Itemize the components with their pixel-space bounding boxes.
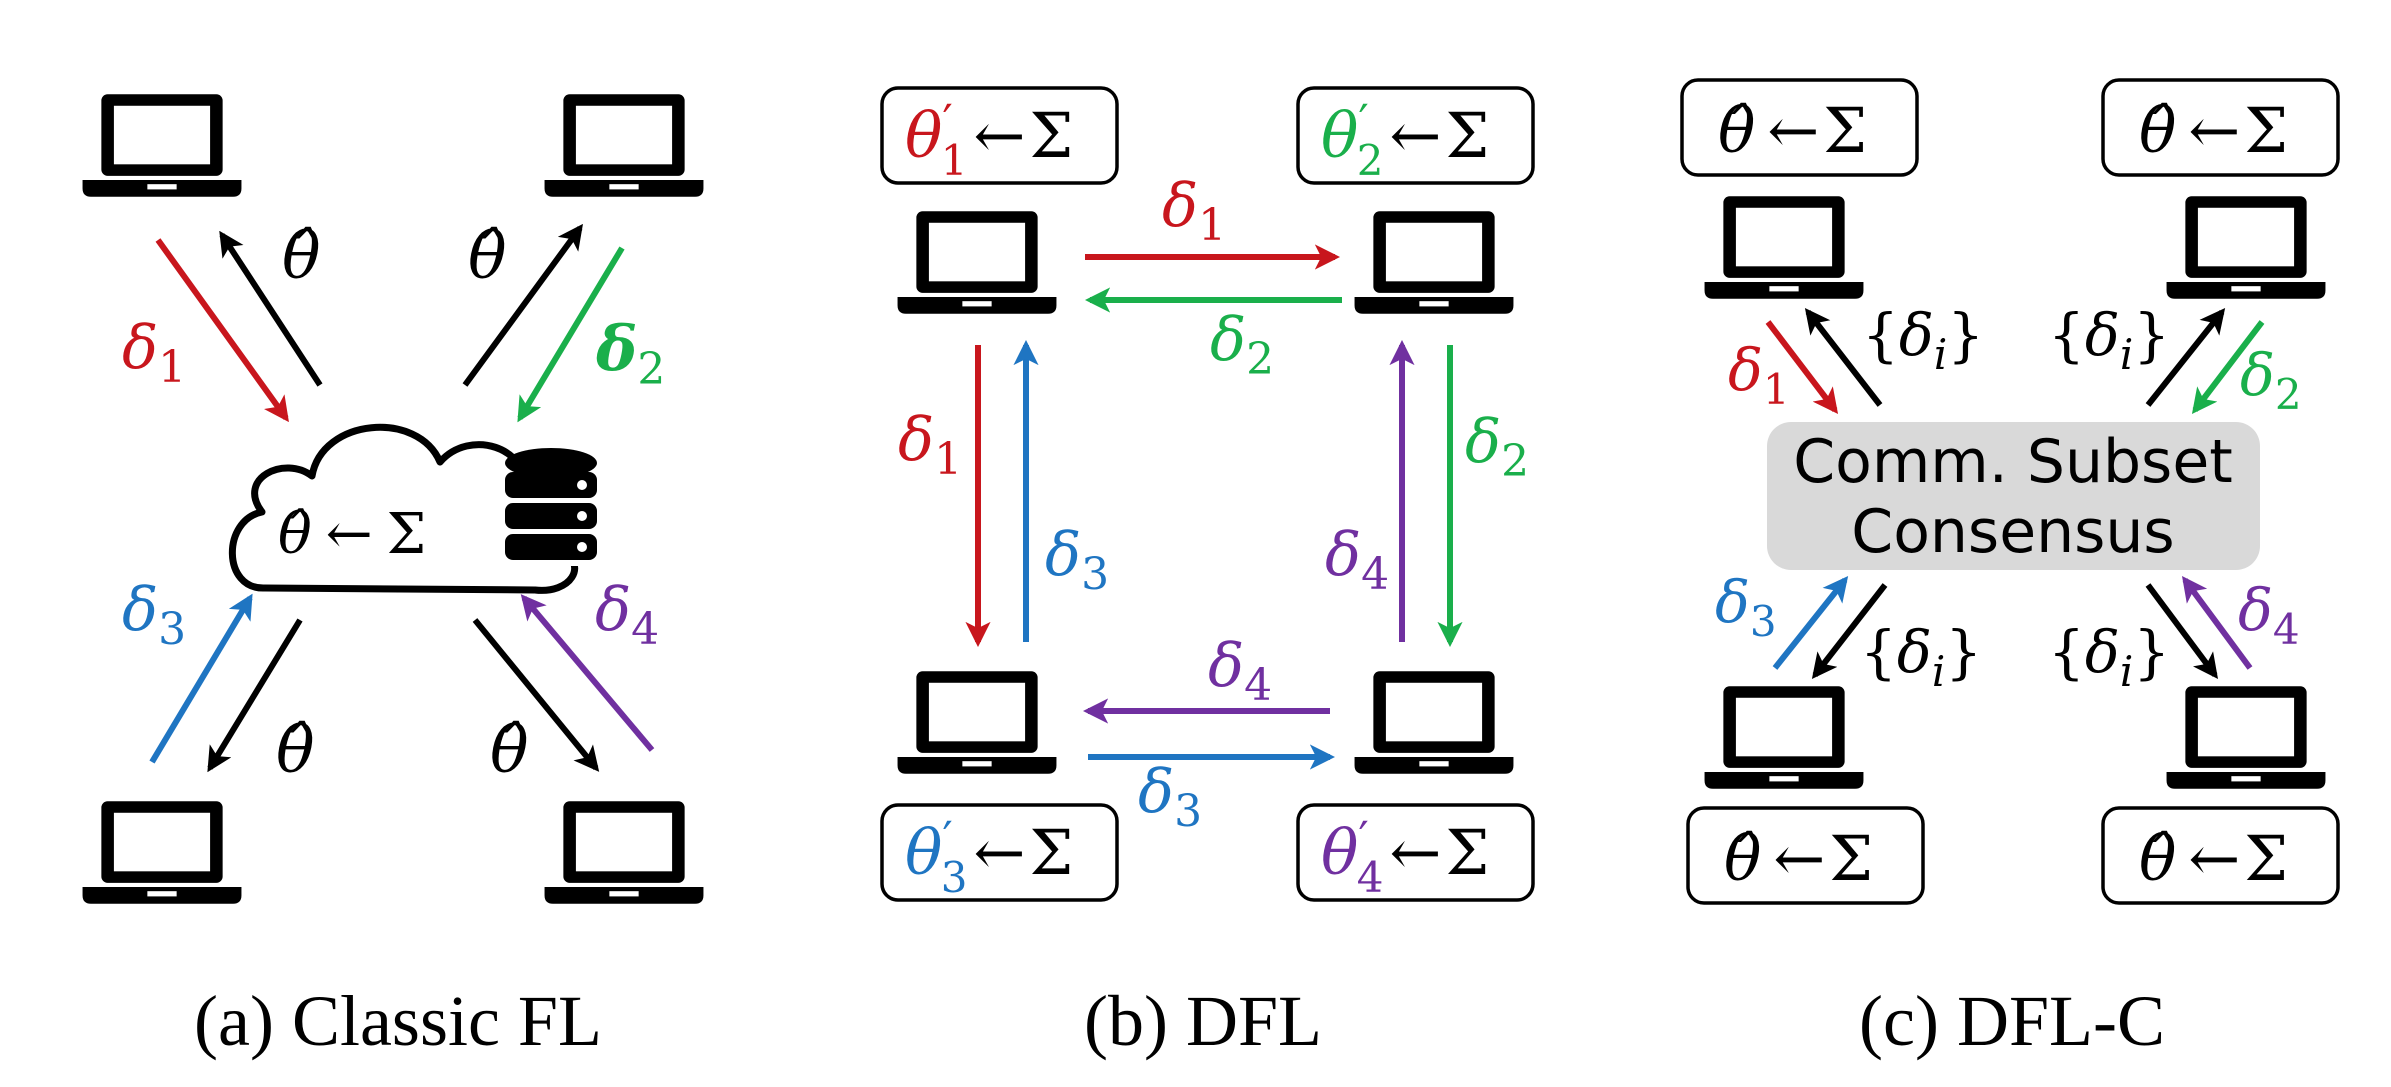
aggregation-box-3: θ̂←Σ: [1686, 806, 1925, 905]
laptop-icon: [82, 801, 242, 904]
label-delta3: δ3: [1045, 520, 1109, 600]
laptop-icon: [1704, 196, 1864, 299]
update-box-2: θ′2←Σ: [1296, 86, 1535, 185]
svg-text:θ̂←Σ: θ̂←Σ: [2139, 822, 2288, 895]
label-delta3: δ3: [1138, 757, 1202, 837]
arrow-theta-down: [207, 618, 303, 773]
label-theta-hat: θ̂: [468, 220, 507, 294]
arrow-set-down: [2145, 583, 2219, 680]
panel-c: θ̂←Σ θ̂←Σ θ̂←Σ θ̂←Σ Comm. Subset Consens…: [1680, 78, 2340, 1061]
label-delta-set: {δi}: [2048, 301, 2170, 379]
svg-text:θ̂←Σ: θ̂←Σ: [2139, 94, 2288, 167]
arrow-delta4-up: [520, 594, 655, 752]
caption-panel-b: (b) DFL: [1084, 981, 1322, 1061]
laptop-icon: [897, 211, 1057, 314]
arrow-set-down: [1811, 583, 1888, 679]
arrow-delta3-up: [149, 593, 253, 764]
label-theta-hat: θ̂: [490, 714, 529, 788]
laptop-icon: [897, 671, 1057, 774]
svg-text:θ′2←Σ: θ′2←Σ: [1321, 94, 1489, 185]
laptop-icon: [544, 801, 704, 904]
update-box-3: θ′3←Σ: [880, 803, 1119, 902]
laptop-icon: [1354, 671, 1514, 774]
label-delta1: δ1: [1162, 171, 1226, 251]
laptop-icon: [544, 94, 704, 197]
arrow-delta4-up: [2182, 575, 2253, 670]
aggregation-box-4: θ̂←Σ: [2101, 806, 2340, 905]
label-theta-hat: θ̂: [282, 220, 321, 294]
laptop-icon: [82, 94, 242, 197]
arrow-theta-down: [462, 223, 583, 387]
arrow-delta2-up: [2191, 320, 2265, 415]
panel-a: θ̂←Σ δ1 θ̂ θ̂ δ2 δ3 θ̂ θ̂ δ4 (a) Classic…: [82, 94, 704, 1061]
consensus-box: Comm. Subset Consensus: [1767, 422, 2260, 570]
svg-text:θ̂←Σ: θ̂←Σ: [1724, 822, 1873, 895]
svg-text:θ′3←Σ: θ′3←Σ: [905, 811, 1073, 902]
caption-panel-c: (c) DFL-C: [1859, 981, 2165, 1061]
arrow-delta1-up: [1765, 320, 1839, 415]
label-delta2: δ2: [1465, 407, 1529, 487]
arrow-theta-down: [472, 618, 600, 772]
label-delta1: δ1: [122, 313, 186, 393]
caption-panel-a: (a) Classic FL: [194, 981, 602, 1061]
server-aggregation-label: θ̂←Σ: [278, 502, 426, 567]
consensus-label-line2: Consensus: [1851, 497, 2174, 567]
label-delta2: δ2: [595, 312, 665, 395]
svg-text:θ̂←Σ: θ̂←Σ: [1718, 94, 1867, 167]
laptop-icon: [2166, 686, 2326, 789]
update-box-4: θ′4←Σ: [1296, 803, 1535, 902]
arrow-set-down: [1804, 308, 1883, 407]
label-delta4: δ4: [2238, 576, 2300, 654]
arrow-delta2-up: [517, 246, 625, 423]
laptop-icon: [1704, 686, 1864, 789]
aggregation-box-2: θ̂←Σ: [2101, 78, 2340, 177]
label-delta1: δ1: [1728, 336, 1790, 414]
label-delta2: δ2: [2240, 341, 2302, 419]
label-delta-set: {δi}: [1862, 301, 1984, 379]
laptop-icon: [1354, 211, 1514, 314]
database-icon: [503, 448, 599, 566]
label-delta-set: {δi}: [2048, 618, 2170, 696]
panel-b: θ′1←Σ θ′2←Σ θ′3←Σ θ′4←Σ δ1 δ2 δ: [880, 86, 1535, 1061]
aggregation-box-1: θ̂←Σ: [1680, 78, 1919, 177]
label-delta4: δ4: [595, 575, 659, 655]
label-delta2: δ2: [1210, 305, 1274, 385]
laptop-icon: [2166, 196, 2326, 299]
label-delta1: δ1: [898, 405, 962, 485]
arrow-delta3-up: [1772, 576, 1849, 670]
label-delta3: δ3: [1715, 568, 1777, 646]
label-theta-hat: θ̂: [276, 714, 315, 788]
label-delta3: δ3: [122, 575, 186, 655]
label-delta-set: {δi}: [1860, 618, 1982, 696]
update-box-1: θ′1←Σ: [880, 86, 1119, 185]
arrow-delta1-up: [155, 238, 289, 423]
svg-text:θ′4←Σ: θ′4←Σ: [1321, 811, 1489, 902]
consensus-label-line1: Comm. Subset: [1793, 427, 2233, 497]
arrow-set-down: [2145, 308, 2226, 407]
svg-text:θ′1←Σ: θ′1←Σ: [905, 94, 1073, 185]
arrow-theta-down: [219, 230, 323, 387]
label-delta4: δ4: [1208, 631, 1272, 711]
label-delta4: δ4: [1325, 520, 1389, 600]
